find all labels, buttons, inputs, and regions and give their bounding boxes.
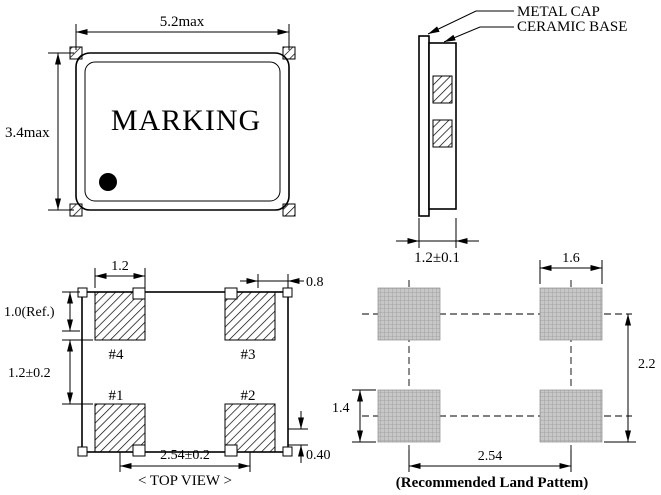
dim-notch-label: 0.40 [306,448,331,463]
metal-cap-leader [427,10,514,35]
dim-package-width: 5.2max [75,14,290,50]
dim-package-height-label: 3.4max [5,125,50,141]
castellation-notch [224,444,238,457]
dim-corner-pad-label: 0.8 [306,275,324,290]
dim-package-width-label: 5.2max [160,14,205,30]
dim-pad-width-label: 1.2 [111,259,129,274]
castellation-notch [132,444,146,457]
pad-1-label: #1 [109,388,124,404]
ceramic-base-leader [443,26,514,43]
land-pad-top-left [377,287,441,341]
pad-4 [94,291,146,341]
dim-land-pad-height-label: 1.4 [332,401,350,416]
label-metal-cap: METAL CAP [517,4,600,20]
pin1-dot [99,173,117,191]
dim-thickness-label: 1.2±0.1 [414,250,460,266]
dim-notch: 0.40 [288,411,331,463]
dim-land-pad-width: 1.6 [539,251,603,284]
label-ceramic-base: CERAMIC BASE [517,19,627,35]
side-castellation-upper [432,75,453,104]
land-pad-bottom-right [539,389,603,443]
side-castellation-lower [432,119,453,148]
corner-notch [77,446,88,457]
land-pad-bottom-left [377,389,441,443]
pad-4-label: #4 [109,347,125,363]
dim-horizontal-pitch-label: 2.54±0.2 [160,448,210,463]
pad-3 [224,291,276,341]
dim-land-pad-height: 1.4 [332,389,376,443]
side-view: METAL CAP CERAMIC BASE 1.2±0.1 [396,4,627,266]
land-pattern-view: 1.6 2.2 1.4 2.54 (Recommended Land Patte… [332,251,656,491]
pad-2-label: #2 [241,388,256,404]
dim-land-pitch-label: 2.54 [478,449,503,464]
castellation-notch [224,287,238,300]
dim-vertical-pitch-label: 1.2±0.2 [8,366,51,381]
corner-castellation-br [282,203,296,217]
package-outline [75,52,290,211]
dim-package-height: 3.4max [5,52,74,211]
pad-3-label: #3 [241,347,256,363]
dim-horizontal-pitch: 2.54±0.2 [119,448,251,472]
pad-top-view: #4 #3 #1 #2 1.2 0.8 1.0(Ref.) 1.2±0.2 [4,259,331,489]
marking-text: MARKING [111,104,261,137]
land-pattern-caption: (Recommended Land Pattem) [396,475,588,491]
package-inner-outline [84,61,281,202]
land-pad-top-right [539,287,603,341]
dim-corner-pad: 0.8 [240,274,324,290]
package-top-view: MARKING 5.2max 3.4max [5,14,296,217]
dim-land-pad-width-label: 1.6 [562,251,580,266]
dim-vertical-pitch: 1.2±0.2 [8,339,93,405]
dim-land-vertical: 2.2 [604,314,656,443]
corner-notch [282,287,293,298]
dim-ref: 1.0(Ref.) [4,291,80,332]
castellation-notch [132,287,146,300]
dim-thickness: 1.2±0.1 [396,218,479,266]
dim-land-pitch: 2.54 [408,449,572,472]
top-view-caption: < TOP VIEW > [138,473,232,489]
corner-notch [282,446,293,457]
pad-2 [224,403,276,453]
dim-ref-label: 1.0(Ref.) [4,305,55,320]
pad-1 [94,403,146,453]
metal-cap-shape [418,35,430,217]
dim-pad-width: 1.2 [94,259,146,288]
dim-land-vertical-label: 2.2 [638,357,656,372]
